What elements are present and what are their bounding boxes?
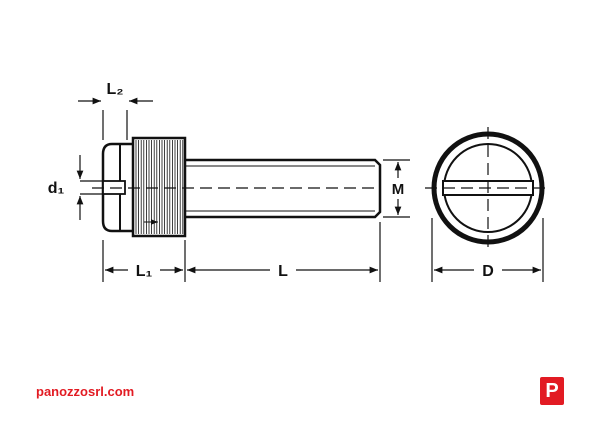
logo-letter: P: [545, 380, 559, 402]
screw-shaft: [185, 158, 382, 219]
label-d: D: [482, 263, 494, 280]
dimension-l1: [102, 240, 186, 282]
dimension-d1: [76, 155, 103, 220]
dimension-d: [431, 218, 544, 282]
label-d1: d₁: [48, 180, 65, 197]
label-l2: L₂: [107, 81, 124, 98]
panozzo-logo-icon: P: [540, 377, 564, 405]
website-url[interactable]: panozzosrl.com: [36, 384, 135, 399]
label-l: L: [278, 263, 288, 280]
dimension-l2: [78, 97, 153, 140]
side-view: [101, 136, 382, 238]
label-l1: L₁: [136, 263, 153, 280]
label-m: M: [392, 181, 405, 198]
dimension-l: [187, 222, 381, 282]
knurl-lines: [135, 140, 184, 234]
dimension-m: [383, 159, 410, 218]
